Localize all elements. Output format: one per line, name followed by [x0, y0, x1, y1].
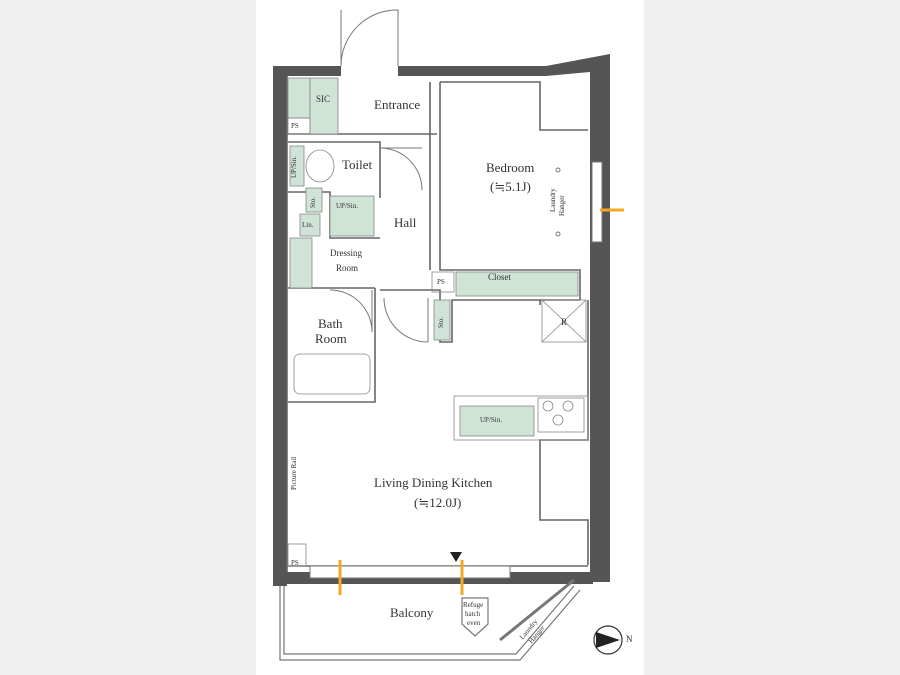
entrance-label: Entrance: [374, 97, 421, 112]
bedroom-label: Bedroom: [486, 160, 535, 175]
ps-closet-label: PS: [437, 278, 445, 286]
laundry-hanger-bed-2-label: Hanger: [558, 195, 566, 216]
refuge-hatch-label-2: hatch: [465, 610, 481, 618]
ldk-size-label: (≒12.0J): [414, 495, 462, 510]
refrigerator-label: R: [561, 317, 568, 327]
north-label: N: [626, 634, 633, 644]
bath-label: Bath: [318, 316, 343, 331]
up-sin-vanity-label: UP/Sin.: [336, 202, 358, 210]
fixture-outlines: [287, 117, 589, 567]
closet-label: Closet: [488, 272, 512, 282]
up-sin-kitchen-label: UP/Sin.: [480, 416, 502, 424]
sto-toilet-label: Sto.: [309, 196, 317, 208]
laundry-hanger-bed-1-label: Laundry: [549, 188, 557, 212]
doors: [329, 9, 429, 343]
toilet-label: Toilet: [342, 157, 373, 172]
balcony-label: Balcony: [390, 605, 434, 620]
ps-ldk-label: PS: [291, 559, 299, 567]
ldk-label: Living Dining Kitchen: [374, 475, 493, 490]
north-arrow-icon: [593, 625, 623, 655]
hall-label: Hall: [394, 215, 417, 230]
ldk-windows: [309, 552, 511, 595]
refuge-hatch-label-3: even: [467, 619, 481, 627]
lin-label: Lin.: [302, 221, 314, 229]
up-sin-toilet-label: UP/Sin.: [290, 156, 298, 178]
refuge-hatch-label-1: Refuge: [463, 601, 484, 609]
dressing-room-label: Room: [336, 263, 359, 273]
sic-label: SIC: [316, 94, 331, 104]
picture-rail-label: Picture Rail: [290, 456, 298, 490]
balcony-outline: [279, 578, 581, 661]
bedroom-window: [555, 161, 624, 243]
dressing-label: Dressing: [330, 248, 362, 258]
sto-hall-label: Sto.: [437, 316, 445, 328]
fixtures: [287, 77, 579, 437]
bath-room-label: Room: [315, 331, 347, 346]
ps-entry-label: PS: [291, 122, 299, 130]
bedroom-size-label: (≒5.1J): [490, 179, 531, 194]
